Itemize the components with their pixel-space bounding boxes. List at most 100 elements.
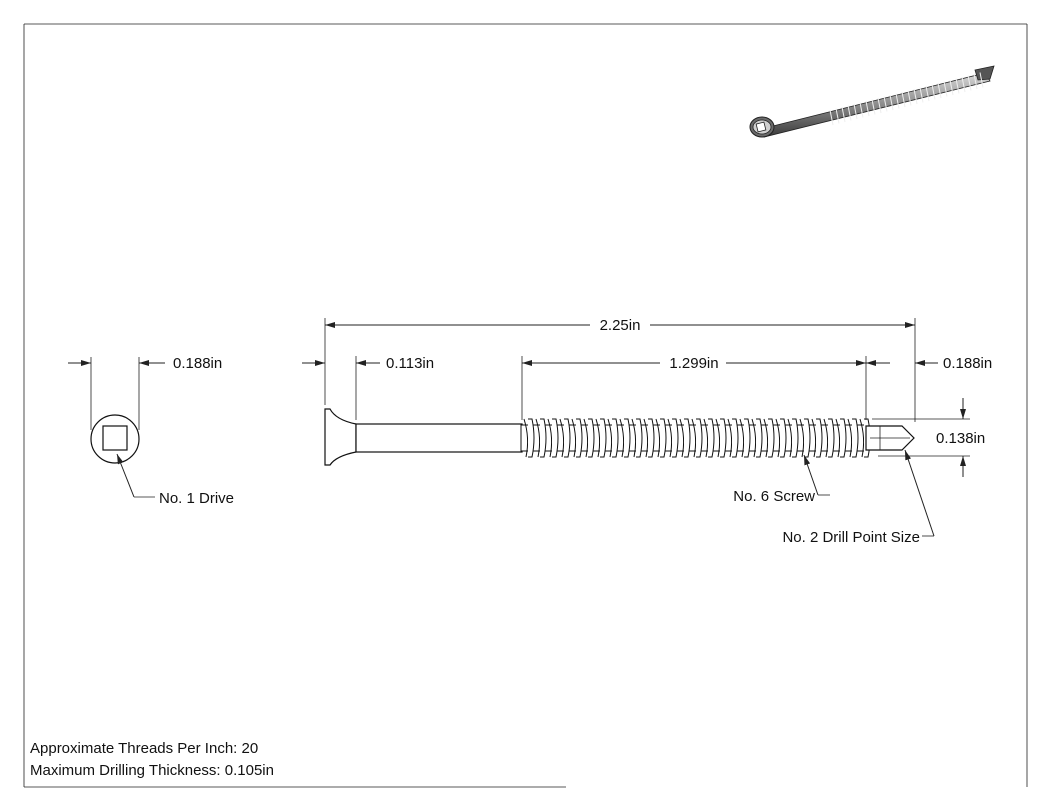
thread-crest	[643, 418, 649, 458]
thread-crest	[523, 418, 529, 458]
iso-thread-line	[967, 75, 972, 91]
drill-point-label: No. 2 Drill Point Size	[782, 529, 920, 546]
iso-thread-line	[877, 97, 882, 114]
thread-crest	[655, 418, 661, 458]
iso-thread-line	[889, 94, 894, 111]
thread-flank	[828, 418, 835, 458]
isometric-screw-view	[749, 65, 995, 138]
iso-thread-line	[841, 106, 846, 123]
overall-length-label: 2.25in	[600, 317, 641, 334]
thread-crest	[547, 418, 553, 458]
thread-length-dimension: 1.299in	[521, 355, 867, 420]
thread-crest	[823, 418, 829, 458]
thread-flank	[624, 418, 631, 458]
iso-thread-line	[895, 93, 900, 109]
thread-crest	[703, 418, 709, 458]
iso-thread-line	[865, 100, 870, 117]
thread-crest	[667, 418, 673, 458]
thread-crest	[775, 418, 781, 458]
thread-crest	[739, 418, 745, 458]
iso-thread-line	[907, 90, 912, 106]
iso-thread-line	[955, 78, 960, 94]
screw-size-callout: No. 6 Screw	[733, 454, 830, 505]
thread-flank	[792, 418, 799, 458]
thread-crest	[763, 418, 769, 458]
thread-crest	[535, 418, 541, 458]
thread-flank	[852, 418, 859, 458]
thread-flank	[552, 418, 559, 458]
thread-crest	[859, 418, 865, 458]
head-diameter-label: 0.188in	[173, 355, 222, 372]
thread-flank	[744, 418, 751, 458]
point-length-label: 0.188in	[943, 355, 992, 372]
head-end-view: 0.188in No. 1 Drive	[68, 355, 234, 507]
thread-flank	[576, 418, 583, 458]
iso-thread-line	[901, 91, 906, 108]
thread-flank	[804, 418, 811, 458]
iso-thread-line	[859, 102, 864, 118]
thread-crest	[607, 418, 613, 458]
iso-thread-line	[835, 108, 840, 124]
iso-thread-line	[871, 99, 876, 115]
thread-flank	[540, 418, 547, 458]
thread-crest	[847, 418, 853, 458]
thread-crest	[799, 418, 805, 458]
thread-crest	[835, 418, 841, 458]
thread-flank	[840, 418, 847, 458]
thread-flank	[660, 418, 667, 458]
point-length-dimension: 0.188in	[866, 355, 992, 372]
thread-flank	[708, 418, 715, 458]
thread-flank	[636, 418, 643, 458]
thread-crest	[691, 418, 697, 458]
screw-size-label: No. 6 Screw	[733, 488, 815, 505]
thread-flank	[564, 418, 571, 458]
thread-flank	[732, 418, 739, 458]
thread-crest	[811, 418, 817, 458]
thread-crest	[787, 418, 793, 458]
thread-crest	[751, 418, 757, 458]
drive-callout: No. 1 Drive	[159, 490, 234, 507]
thread-crest	[679, 418, 685, 458]
thread-flank	[684, 418, 691, 458]
iso-thread-line	[973, 73, 978, 90]
thread-crest	[583, 418, 589, 458]
iso-thread-line	[853, 103, 858, 120]
thread-diameter-dimension: 0.138in	[872, 398, 985, 477]
iso-thread-line	[931, 84, 936, 100]
thread-crest	[559, 418, 565, 458]
iso-thread-line	[925, 85, 930, 102]
thread-flank	[720, 418, 727, 458]
thread-length-label: 1.299in	[669, 355, 718, 372]
iso-thread-line	[847, 105, 852, 121]
iso-thread-line	[943, 81, 948, 97]
threads-per-inch-note: Approximate Threads Per Inch: 20	[30, 740, 259, 757]
thread-flank	[696, 418, 703, 458]
thread-flank	[756, 418, 763, 458]
thread-diameter-label: 0.138in	[936, 430, 985, 447]
thread-flank	[528, 418, 535, 458]
iso-thread-line	[913, 88, 918, 105]
sheet-border	[23, 23, 1028, 788]
screw-side-view	[324, 408, 915, 466]
thread-flank	[600, 418, 607, 458]
iso-thread-line	[829, 109, 834, 126]
thread-crest	[595, 418, 601, 458]
thread-crest	[631, 418, 637, 458]
head-thickness-dimension: 0.113in	[302, 355, 434, 420]
thread-crest	[727, 418, 733, 458]
thread-crest	[715, 418, 721, 458]
thread-flank	[816, 418, 823, 458]
max-drilling-note: Maximum Drilling Thickness: 0.105in	[30, 762, 274, 779]
head-thickness-label: 0.113in	[386, 355, 434, 372]
thread-flank	[612, 418, 619, 458]
iso-thread-line	[961, 76, 966, 93]
thread-flank	[672, 418, 679, 458]
thread-crest	[619, 418, 625, 458]
thread-flank	[648, 418, 655, 458]
thread-flank	[768, 418, 775, 458]
iso-thread-line	[979, 72, 984, 88]
thread-flank	[588, 418, 595, 458]
iso-thread-line	[883, 96, 888, 112]
iso-thread-line	[919, 87, 924, 103]
